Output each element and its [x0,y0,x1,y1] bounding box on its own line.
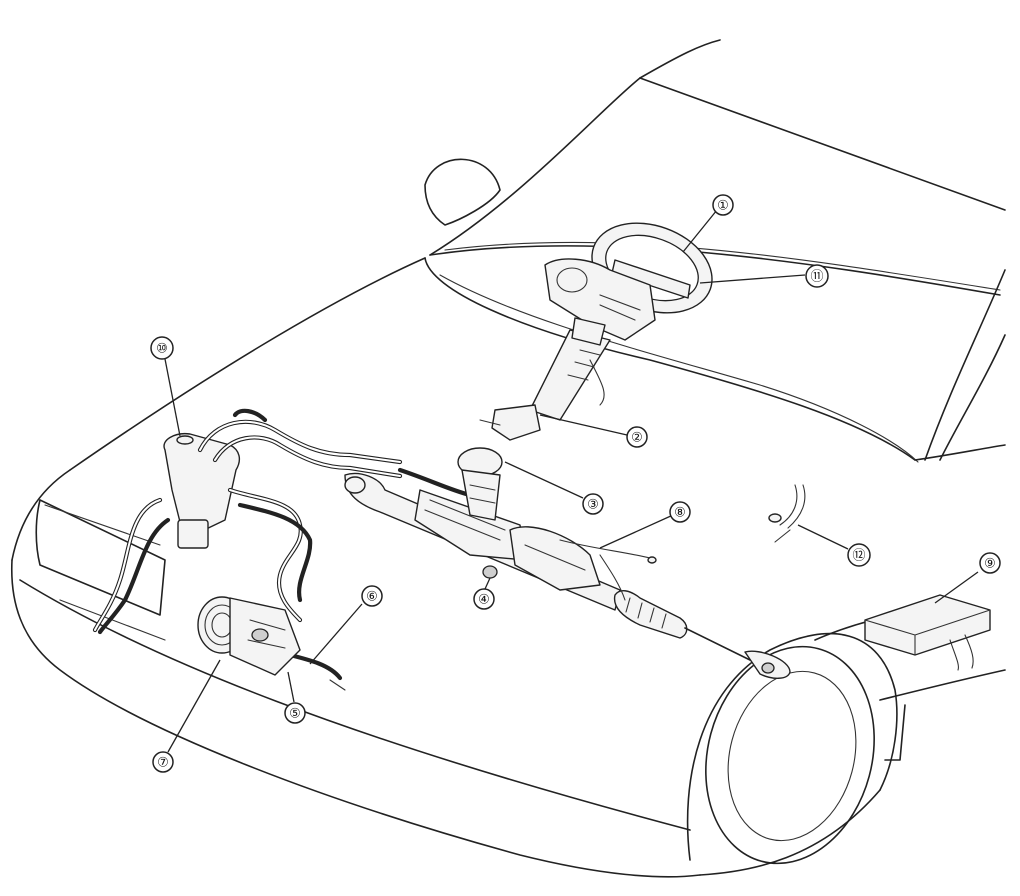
callout-2: ② [626,426,648,448]
callout-12: ⑫ [847,543,871,567]
control-unit [864,594,991,671]
speed-sensor [768,484,806,543]
gear-input-bracket [457,447,503,579]
callout-6: ⑥ [361,585,383,607]
callout-4: ④ [473,588,495,610]
svg-text:①: ① [717,198,729,213]
callout-8: ⑧ [669,501,691,523]
callout-1: ① [712,194,734,216]
leader-lines [164,209,979,753]
svg-text:⑦: ⑦ [157,755,169,770]
rack-boot-and-tie-rod [613,590,791,679]
callout-9: ⑨ [979,552,1001,574]
car-body-outline [10,39,1006,878]
svg-text:⑪: ⑪ [810,269,823,284]
steering-rack [344,472,621,611]
svg-text:⑨: ⑨ [984,556,996,571]
power-steering-pump [197,596,301,676]
steering-column [479,317,611,441]
fluid-reservoir [163,433,241,549]
svg-text:⑫: ⑫ [852,548,865,563]
svg-text:⑤: ⑤ [289,706,301,721]
callout-5: ⑤ [284,702,306,724]
svg-text:④: ④ [478,592,490,607]
callout-11: ⑪ [805,264,829,288]
callout-3: ③ [582,493,604,515]
svg-text:③: ③ [587,497,599,512]
callout-7: ⑦ [152,751,174,773]
combination-switch [544,258,656,341]
svg-text:⑥: ⑥ [366,589,378,604]
hydraulic-hoses [92,408,473,691]
solenoid-wire-harness [559,539,657,601]
svg-text:⑩: ⑩ [156,341,168,356]
callout-10: ⑩ [150,336,174,360]
svg-text:②: ② [631,430,643,445]
svg-text:⑧: ⑧ [674,505,686,520]
